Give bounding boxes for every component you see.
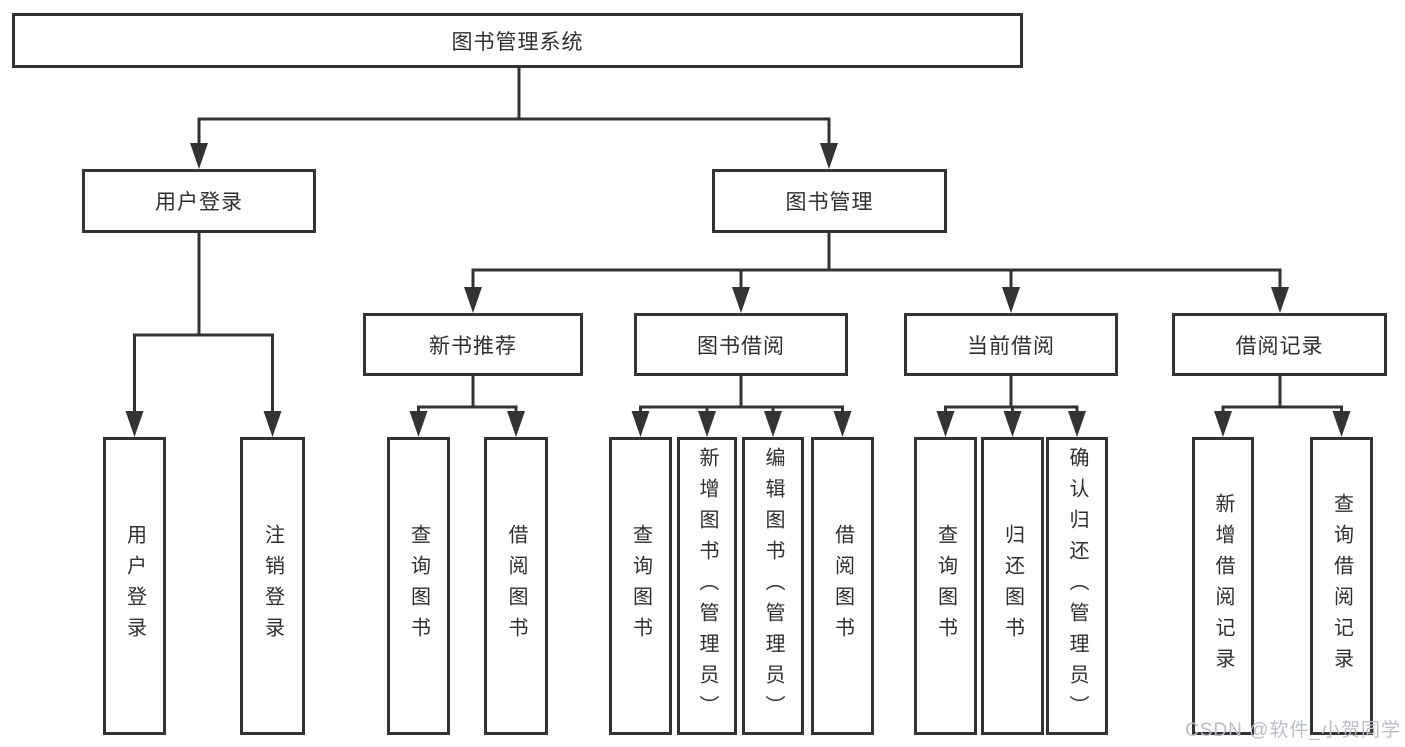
leaf-label: 新增借阅记录 — [1212, 493, 1234, 679]
node-label: 图书管理 — [785, 191, 874, 214]
leaf-return-book: 归还图书 — [981, 437, 1044, 735]
csdn-watermark: CSDN @软件_小贺同学 — [1185, 720, 1401, 741]
leaf-logout: 注销登录 — [240, 437, 305, 735]
leaf-label: 查询图书 — [407, 524, 430, 648]
leaf-label: 查询图书 — [629, 524, 652, 648]
leaf-query-borrow-record: 查询借阅记录 — [1310, 437, 1373, 735]
leaf-label: 借阅图书 — [831, 524, 854, 648]
leaf-label: 借阅图书 — [505, 524, 527, 648]
leaf-label: 编辑图书（管理员） — [762, 446, 784, 726]
leaf-label: 注销登录 — [261, 524, 284, 648]
node-label: 新书推荐 — [429, 334, 517, 358]
leaf-label: 查询借阅记录 — [1330, 493, 1353, 679]
leaf-edit-book-admin: 编辑图书（管理员） — [742, 437, 804, 735]
leaf-label: 查询图书 — [934, 524, 957, 648]
node-label: 用户登录 — [155, 191, 243, 214]
node-label: 图书管理系统 — [451, 30, 584, 54]
node-book-management: 图书管理 — [712, 169, 947, 233]
leaf-label: 确认归还（管理员） — [1066, 446, 1088, 726]
leaf-label: 用户登录 — [123, 524, 146, 648]
leaf-label: 新增图书（管理员） — [696, 446, 718, 726]
node-current-borrow: 当前借阅 — [904, 313, 1118, 376]
node-label: 借阅记录 — [1235, 334, 1324, 358]
leaf-borrow-books: 借阅图书 — [811, 437, 874, 735]
leaf-query-books-current: 查询图书 — [914, 437, 977, 735]
node-label: 图书借阅 — [697, 334, 785, 358]
leaf-borrow-books-recommend: 借阅图书 — [484, 437, 548, 735]
leaf-user-login: 用户登录 — [103, 437, 166, 735]
node-label: 当前借阅 — [967, 334, 1055, 358]
leaf-confirm-return-admin: 确认归还（管理员） — [1046, 437, 1108, 735]
leaf-add-book-admin: 新增图书（管理员） — [677, 437, 737, 735]
leaf-query-books-borrow: 查询图书 — [609, 437, 672, 735]
node-system-root: 图书管理系统 — [12, 13, 1023, 68]
leaf-add-borrow-record: 新增借阅记录 — [1192, 437, 1254, 735]
node-book-borrow: 图书借阅 — [634, 313, 848, 376]
node-new-book-recommend: 新书推荐 — [363, 313, 583, 376]
node-user-login-group: 用户登录 — [82, 169, 316, 233]
leaf-query-books-recommend: 查询图书 — [387, 437, 450, 735]
leaf-label: 归还图书 — [1001, 524, 1024, 648]
node-borrow-records: 借阅记录 — [1172, 313, 1387, 376]
